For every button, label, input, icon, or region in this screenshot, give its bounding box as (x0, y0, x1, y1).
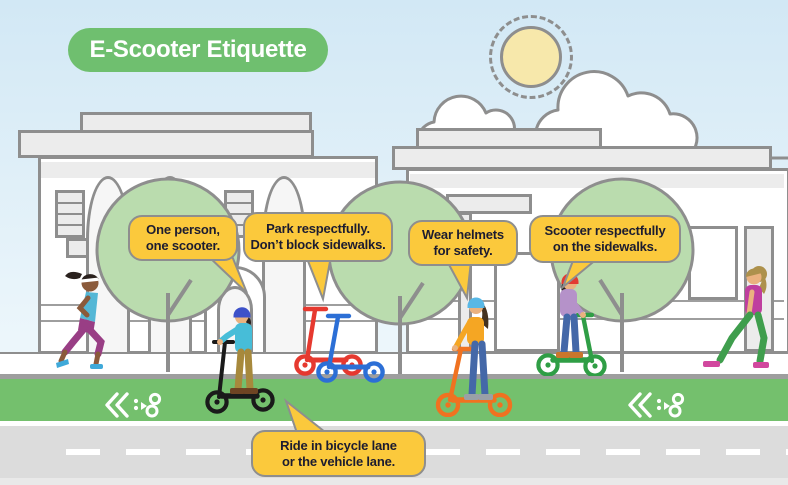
bike-lane (0, 379, 788, 421)
rider-shoe (569, 352, 583, 358)
pedestrian-shoe (753, 362, 769, 368)
building-right-window (494, 252, 560, 352)
rider-shoe (464, 394, 479, 400)
rider-shoe (230, 388, 245, 394)
callout-one-scooter: One person, one scooter. (128, 215, 238, 261)
building-left-shutter (55, 190, 85, 238)
rider-shoe (478, 394, 493, 400)
callout-one-scooter-text: One person, one scooter. (145, 222, 221, 253)
sun-icon (500, 26, 562, 88)
jogger-figure (56, 271, 105, 369)
curb (0, 374, 788, 379)
pedestrian-figure (703, 266, 769, 368)
light-blue-helmet (467, 297, 485, 308)
road-center-dashed-line (66, 449, 788, 455)
red-scooter (294, 306, 363, 376)
scooter-lane-chevron-icon (628, 392, 685, 418)
building-left-band (41, 162, 375, 178)
sidewalk-back-edge (0, 352, 788, 354)
red-helmet (561, 273, 579, 284)
scooter-lane-chevron-icon (105, 392, 162, 418)
building-right-ledge-line (410, 318, 784, 320)
headband (80, 277, 99, 283)
rider-shoe (243, 388, 258, 394)
page-title: E-Scooter Etiquette (89, 36, 307, 63)
sun-rays-icon (489, 15, 573, 99)
callout-sidewalks: Scooter respectfully on the sidewalks. (529, 215, 681, 263)
rider-black-scooter (205, 307, 275, 414)
running-shoe (90, 364, 103, 369)
green-scooter (536, 312, 607, 376)
rider-green-scooter (536, 273, 607, 376)
building-right-cornice (392, 146, 772, 170)
road-shoulder (0, 478, 788, 485)
blue-helmet (233, 307, 251, 318)
building-left-cornice (18, 130, 314, 158)
ponytail (65, 271, 82, 280)
building-right-band (410, 174, 784, 188)
bike-lane-edge-line (0, 421, 788, 426)
building-right-window (688, 226, 738, 300)
title-badge: E-Scooter Etiquette (68, 28, 328, 72)
blue-scooter (316, 313, 385, 383)
callout-ride-in-lane: Ride in bicycle lane or the vehicle lane… (251, 430, 426, 477)
callout-park-respectfully-text: Park respectfully. Don’t block sidewalks… (250, 221, 386, 252)
callout-wear-helmets-text: Wear helmets for safety. (422, 227, 504, 258)
running-shoe (56, 359, 69, 368)
rider-orange-scooter (435, 297, 513, 417)
pedestrian-shoe (703, 361, 720, 367)
callout-wear-helmets: Wear helmets for safety. (408, 220, 518, 266)
callout-ride-in-lane-text: Ride in bicycle lane or the vehicle lane… (280, 437, 397, 469)
rider-shoe (556, 352, 570, 358)
parked-scooters (294, 306, 385, 383)
building-left-arch-window (262, 176, 306, 352)
callout-park-respectfully: Park respectfully. Don’t block sidewalks… (243, 212, 393, 262)
callout-sidewalks-text: Scooter respectfully on the sidewalks. (544, 223, 666, 254)
